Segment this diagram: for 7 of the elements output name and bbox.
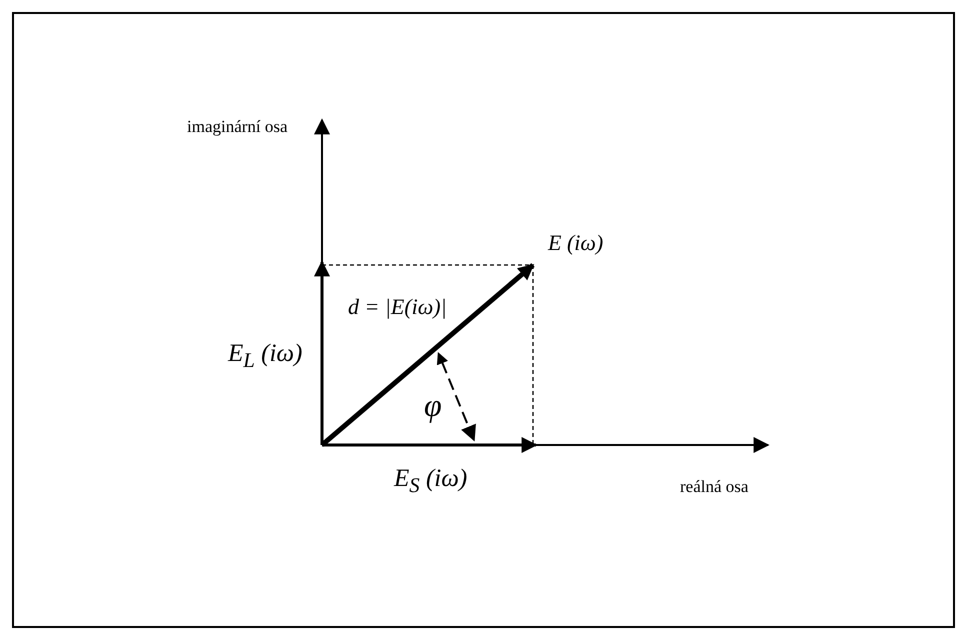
axis-label: imaginární osa xyxy=(187,118,288,137)
vector-label: E$_{S}$ (iω) xyxy=(394,465,468,497)
magnitude-label: d = |E(iω)| xyxy=(348,295,447,320)
vector-label: E$_{L}$ (iω) xyxy=(228,340,302,372)
angle-label: φ xyxy=(424,388,442,424)
axis-label: reálná osa xyxy=(680,478,748,497)
vector-label: E (iω) xyxy=(548,231,604,256)
